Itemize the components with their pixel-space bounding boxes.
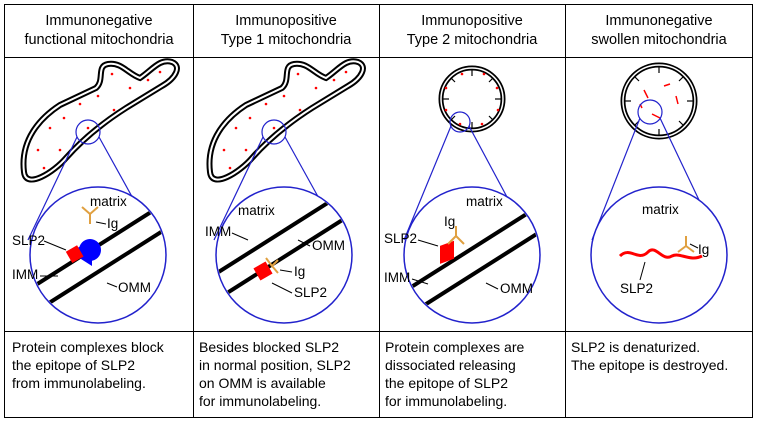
panel2-antibody	[265, 257, 279, 274]
panel2-illustration: matrix IMM OMM Ig SLP2	[205, 58, 366, 324]
panel3-caption-line1: Protein complexes are	[385, 339, 525, 355]
panel4-antibody	[677, 236, 695, 253]
panel2-label-matrix: matrix	[238, 203, 275, 218]
panel2-label-ig: Ig	[294, 264, 305, 279]
panel3-header-line1: Immunopositive	[421, 13, 523, 29]
panel2-caption-line3: on OMM is available	[199, 375, 326, 391]
panel1-caption-line1: Protein complexes block	[12, 339, 165, 355]
panel2-label-omm: OMM	[312, 238, 345, 253]
panel3-cristae	[443, 70, 501, 128]
panel2-slp2-dots	[222, 70, 348, 170]
panel2-header-line2: Type 1 mitochondria	[221, 32, 353, 48]
panel2-caption-line4: for immunolabeling.	[199, 393, 321, 409]
panel1-zoom-source	[75, 119, 101, 145]
panel4-label-matrix: matrix	[642, 202, 679, 217]
panel2-label-slp2: SLP2	[294, 285, 327, 300]
panel3-slp2-block	[440, 240, 454, 264]
panel4-caption-line1: SLP2 is denaturized.	[571, 339, 700, 355]
panel3-label-ig: Ig	[444, 214, 455, 229]
panel2-slp2-block	[253, 261, 273, 281]
panel1-header-line2: functional mitochondria	[24, 32, 174, 48]
panel4-caption-line2: The epitope is destroyed.	[571, 357, 728, 373]
panel3-caption-line4: for immunolabeling.	[385, 393, 507, 409]
panel3-antibody	[447, 226, 465, 245]
panel3-zoom-circle	[403, 186, 541, 324]
panel1-slp2-dots	[36, 70, 162, 170]
panel1-label-omm: OMM	[118, 280, 151, 295]
panel1-illustration: matrix Ig SLP2 IMM OMM	[12, 58, 180, 324]
panel4-label-ig: Ig	[698, 242, 709, 257]
panel4-zoom-source	[637, 99, 663, 125]
panel1-caption-line2: the epitope of SLP2	[12, 357, 135, 373]
panel4-label-slp2: SLP2	[620, 281, 653, 296]
panel2-label-imm: IMM	[205, 224, 231, 239]
panel1-antibody	[81, 206, 99, 224]
panel1-header-line1: Immunonegative	[45, 13, 152, 29]
panel3-slp2-dots	[444, 72, 500, 126]
panel1-slp2-block	[65, 245, 84, 264]
panel3-header-line2: Type 2 mitochondria	[407, 32, 539, 48]
panel3-caption-line3: the epitope of SLP2	[385, 375, 508, 391]
panel1-label-matrix: matrix	[90, 194, 127, 209]
panel3-zoom-source	[449, 111, 471, 133]
panel2-caption-line2: in normal position, SLP2	[199, 357, 351, 373]
panel1-caption-line3: from immunolabeling.	[12, 375, 146, 391]
panel3-label-matrix: matrix	[466, 194, 503, 209]
panel4-header-line1: Immunonegative	[605, 13, 712, 29]
panel3-label-imm: IMM	[384, 270, 410, 285]
panel1-label-imm: IMM	[12, 267, 38, 282]
panel3-caption-line2: dissociated releasing	[385, 357, 516, 373]
panel3-label-omm: OMM	[500, 281, 533, 296]
table-grid	[4, 4, 753, 418]
panel4-header-line2: swollen mitochondria	[591, 32, 727, 48]
panel4-denatured-slp2	[618, 248, 703, 260]
panel4-zoom-circle	[590, 186, 728, 324]
panel3-label-slp2: SLP2	[384, 231, 417, 246]
panel1-label-slp2: SLP2	[12, 233, 45, 248]
panel2-caption-line1: Besides blocked SLP2	[199, 339, 339, 355]
panel2-header-line1: Immunopositive	[235, 13, 337, 29]
panel2-zoom-source	[261, 119, 287, 145]
panel1-label-ig: Ig	[107, 216, 118, 231]
panel3-illustration: matrix Ig SLP2 IMM OMM	[384, 65, 541, 324]
panel4-illustration: matrix Ig SLP2	[590, 62, 728, 324]
